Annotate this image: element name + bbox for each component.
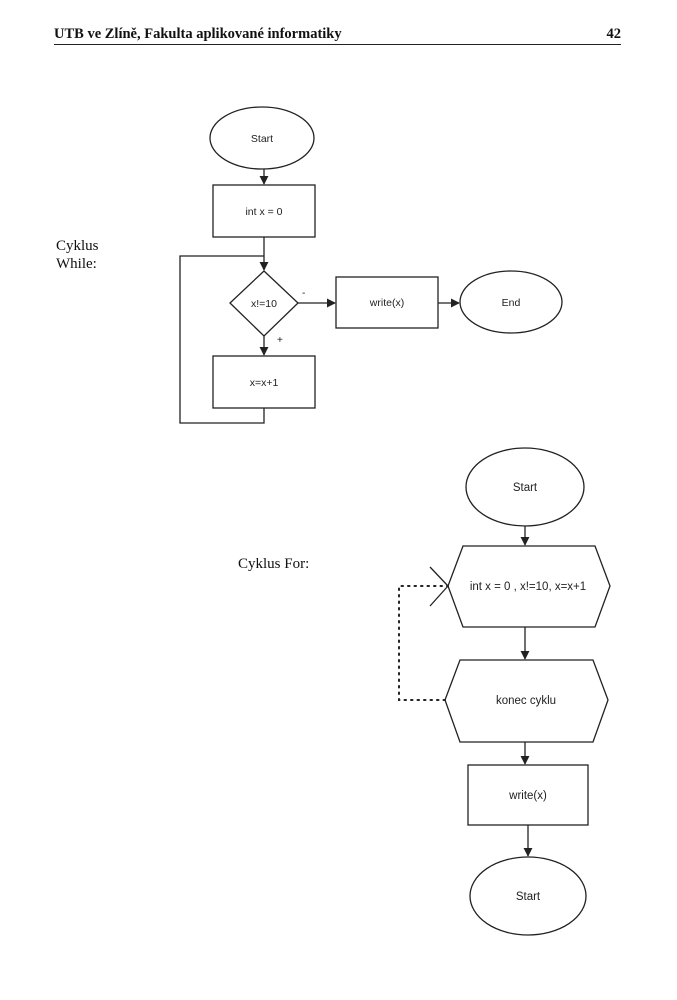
while-label-line1: Cyklus (56, 238, 99, 254)
while-start-terminal (209, 106, 315, 170)
for-loop-tick-lower (429, 585, 449, 607)
while-end-terminal (459, 270, 563, 334)
while-minus-sign: - (302, 288, 305, 299)
for-final-terminal (469, 856, 587, 936)
while-start-text: Start (251, 133, 273, 145)
while-init-text: int x = 0 (245, 206, 282, 218)
while-flowchart: Start int x = 0 x!=10 - + x=x+1 write(x)… (179, 106, 563, 424)
while-label-line2: While: (56, 256, 97, 272)
while-condition-text: x!=10 (251, 298, 277, 310)
for-flowchart: Start int x = 0 , x!=10, x=x+1 konec cyk… (398, 447, 611, 936)
for-output-process (467, 764, 589, 826)
while-output-process (335, 276, 439, 329)
while-plus-sign: + (277, 335, 283, 346)
for-loop-header-text: int x = 0 , x!=10, x=x+1 (470, 581, 586, 593)
for-final-text: Start (516, 891, 541, 903)
while-end-text: End (502, 297, 521, 309)
header-divider (54, 44, 621, 45)
for-output-text: write(x) (508, 790, 547, 802)
while-body-text: x=x+1 (250, 377, 279, 389)
for-loop-tick-upper (429, 566, 449, 587)
page-number: 42 (606, 26, 622, 42)
while-loop-back-connector (179, 255, 265, 424)
for-label: Cyklus For: (238, 556, 310, 572)
for-dotted-loop-connector (398, 585, 449, 701)
while-output-text: write(x) (369, 297, 404, 309)
while-init-process (212, 184, 316, 238)
page-header-title: UTB ve Zlíně, Fakulta aplikované informa… (54, 26, 342, 42)
for-start-text: Start (513, 482, 538, 494)
for-loop-end-text: konec cyklu (496, 695, 556, 707)
